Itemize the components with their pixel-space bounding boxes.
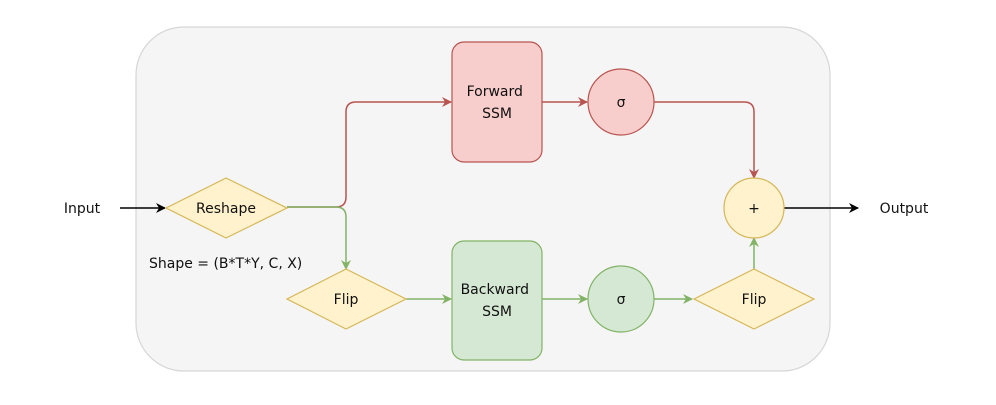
flip-label-left: Flip <box>334 292 359 308</box>
forward-ssm-label: Forward SSM <box>467 84 528 122</box>
sum-label: + <box>748 201 760 217</box>
backward-ssm-box <box>451 240 543 361</box>
forward-sigma-circle <box>587 68 655 136</box>
forward-sigma-label: σ <box>617 95 626 111</box>
reshape-label: Reshape <box>196 201 256 217</box>
edge-reshape-to-forward <box>287 97 452 208</box>
input-label: Input <box>64 201 101 217</box>
flip-label-right: Flip <box>742 292 767 308</box>
output-label: Output <box>880 201 929 217</box>
backward-sigma-label: σ <box>617 292 626 308</box>
sum-circle <box>723 177 785 239</box>
edge-reshape-to-flip <box>287 206 351 270</box>
reshape-diamond <box>164 177 289 239</box>
backward-ssm-label: Backward SSM <box>461 282 534 320</box>
edge-sigma-to-sum <box>654 101 759 179</box>
flip-diamond-left <box>285 268 408 330</box>
container-box <box>135 26 831 372</box>
backward-sigma-circle <box>587 265 655 333</box>
shape-note: Shape = (B*T*Y, C, X) <box>149 256 302 272</box>
flip-diamond-right <box>692 268 816 330</box>
forward-ssm-box <box>451 41 543 163</box>
